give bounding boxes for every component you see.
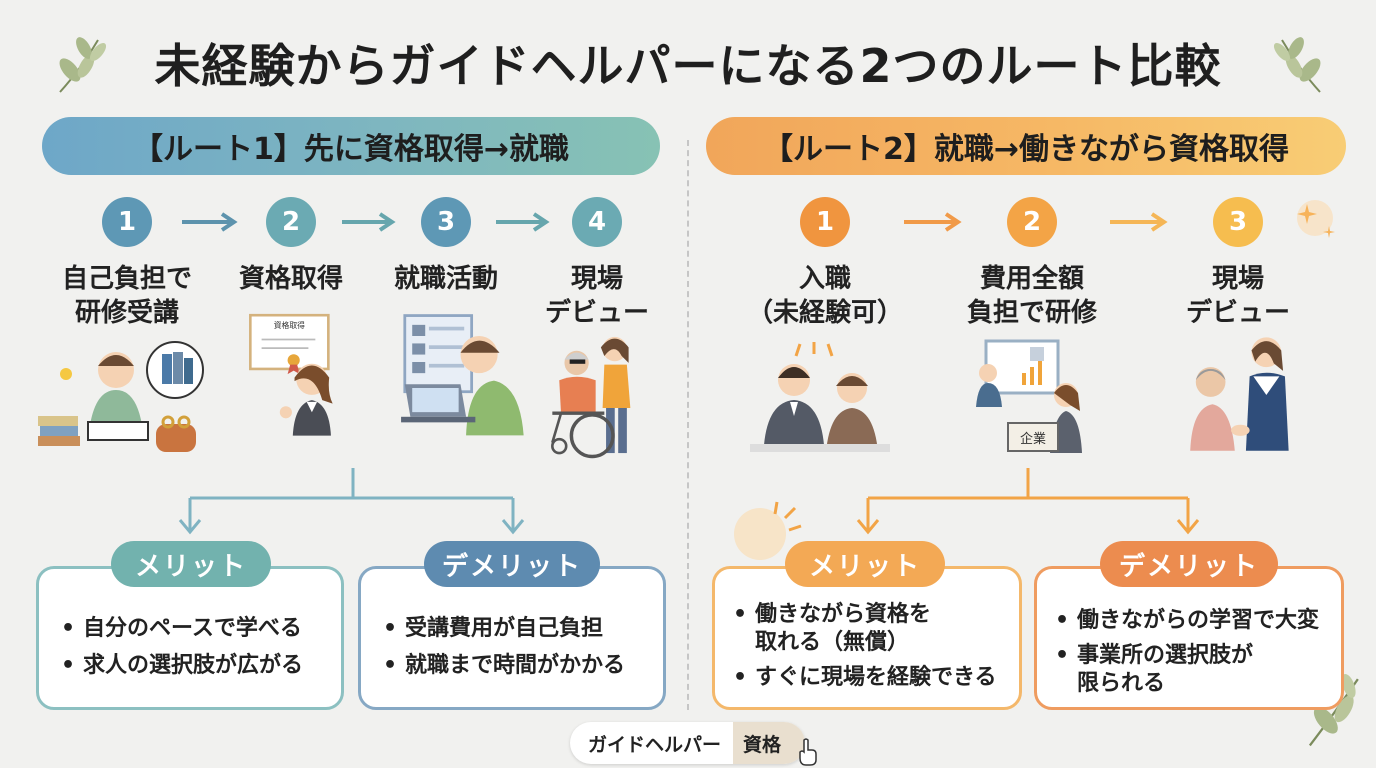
list-item: 働きながら資格を 取れる（無償） [733,601,1019,657]
certificate-icon: 資格取得 [249,313,333,436]
list-item: すぐに現場を経験できる [733,662,1019,694]
route1-banner: 【ルート1】先に資格取得→就職 [42,117,660,175]
footer-tag-left: ガイドヘルパー [588,733,722,756]
elderly-care-icon [1190,337,1289,451]
leaf-icon [1308,674,1359,747]
label-line: 負担で研修 [966,298,1097,328]
route1-step4-number: 4 [572,197,622,247]
arrow-right-icon [1110,212,1168,232]
label-line: デビュー [544,298,649,328]
route2-banner: 【ルート2】就職→働きながら資格取得 [706,117,1346,175]
footer-tag-right-label: 資格 [743,733,782,756]
route1-step2-number: 2 [266,197,316,247]
arrow-right-icon [496,212,550,232]
route1-demerit-label: デメリット [424,541,600,587]
company-training-icon: 企業 [976,339,1082,453]
label-line: 就職活動 [393,264,498,294]
label-line: 費用全額 [979,264,1084,294]
route1-step1-label: 自己負担で 研修受講 [37,262,217,330]
route2-merit-box: 働きながら資格を 取れる（無償） すぐに現場を経験できる [712,566,1022,710]
footer-tag[interactable]: ガイドヘルパー 資格 [570,722,806,764]
label-line: 自己負担で [61,264,192,294]
route1-merit-box: 自分のペースで学べる 求人の選択肢が広がる [36,566,344,710]
label-line: （未経験可） [746,298,903,328]
label-line: 入職 [798,264,851,294]
label-line: 研修受講 [74,298,179,328]
wheelchair-care-icon [551,336,631,459]
page-title: 未経験からガイドヘルパーになる2つのルート比較 [154,39,1222,93]
route2-step1-label: 入職 （未経験可） [735,262,915,330]
route2-step3-label: 現場 デビュー [1148,262,1328,330]
label-line: 現場 [1211,264,1264,294]
list-item: 自分のペースで学べる [61,613,341,645]
leaf-icon [1273,37,1321,93]
route1-step4-label: 現場 デビュー [507,262,687,330]
route1-step3-number: 3 [421,197,471,247]
list-item: 事業所の選択肢が 限られる [1055,642,1341,698]
route1-merit-label: メリット [111,541,271,587]
leaf-icon [59,37,107,93]
route2-demerit-box: 働きながらの学習で大変 事業所の選択肢が 限られる [1034,566,1344,710]
label-line: 現場 [570,264,623,294]
footer-tag-right[interactable]: 資格 [733,722,806,764]
route1-demerit-box: 受講費用が自己負担 就職まで時間がかかる [358,566,666,710]
route1-step2-label: 資格取得 [201,262,381,296]
certificate-text: 資格取得 [274,320,305,330]
route-divider [687,140,689,710]
interview-icon [750,342,890,452]
route2-step2-number: 2 [1007,197,1057,247]
list-item: 就職まで時間がかかる [383,650,663,682]
arrow-right-icon [182,212,238,232]
label-line: 資格取得 [238,264,343,294]
route2-step2-label: 費用全額 負担で研修 [942,262,1122,330]
arrow-right-icon [904,212,962,232]
route1-step3-label: 就職活動 [356,262,536,296]
route2-step3-number: 3 [1213,197,1263,247]
list-item: 求人の選択肢が広がる [61,650,341,682]
list-item: 受講費用が自己負担 [383,613,663,645]
studying-person-icon [38,341,204,452]
sparkle-icon [1297,200,1335,238]
label-line: デビュー [1185,298,1290,328]
branch-arrows [856,468,1200,535]
job-search-laptop-icon [401,314,524,436]
route2-step1-number: 1 [800,197,850,247]
branch-arrows [178,468,525,535]
company-text: 企業 [1020,431,1046,447]
route2-merit-label: メリット [785,541,945,587]
hand-pointer-icon [799,738,817,766]
route1-step1-number: 1 [102,197,152,247]
arrow-right-icon [342,212,396,232]
sparkle-icon [734,501,802,560]
route2-demerit-label: デメリット [1100,541,1278,587]
list-item: 働きながらの学習で大変 [1055,605,1341,637]
